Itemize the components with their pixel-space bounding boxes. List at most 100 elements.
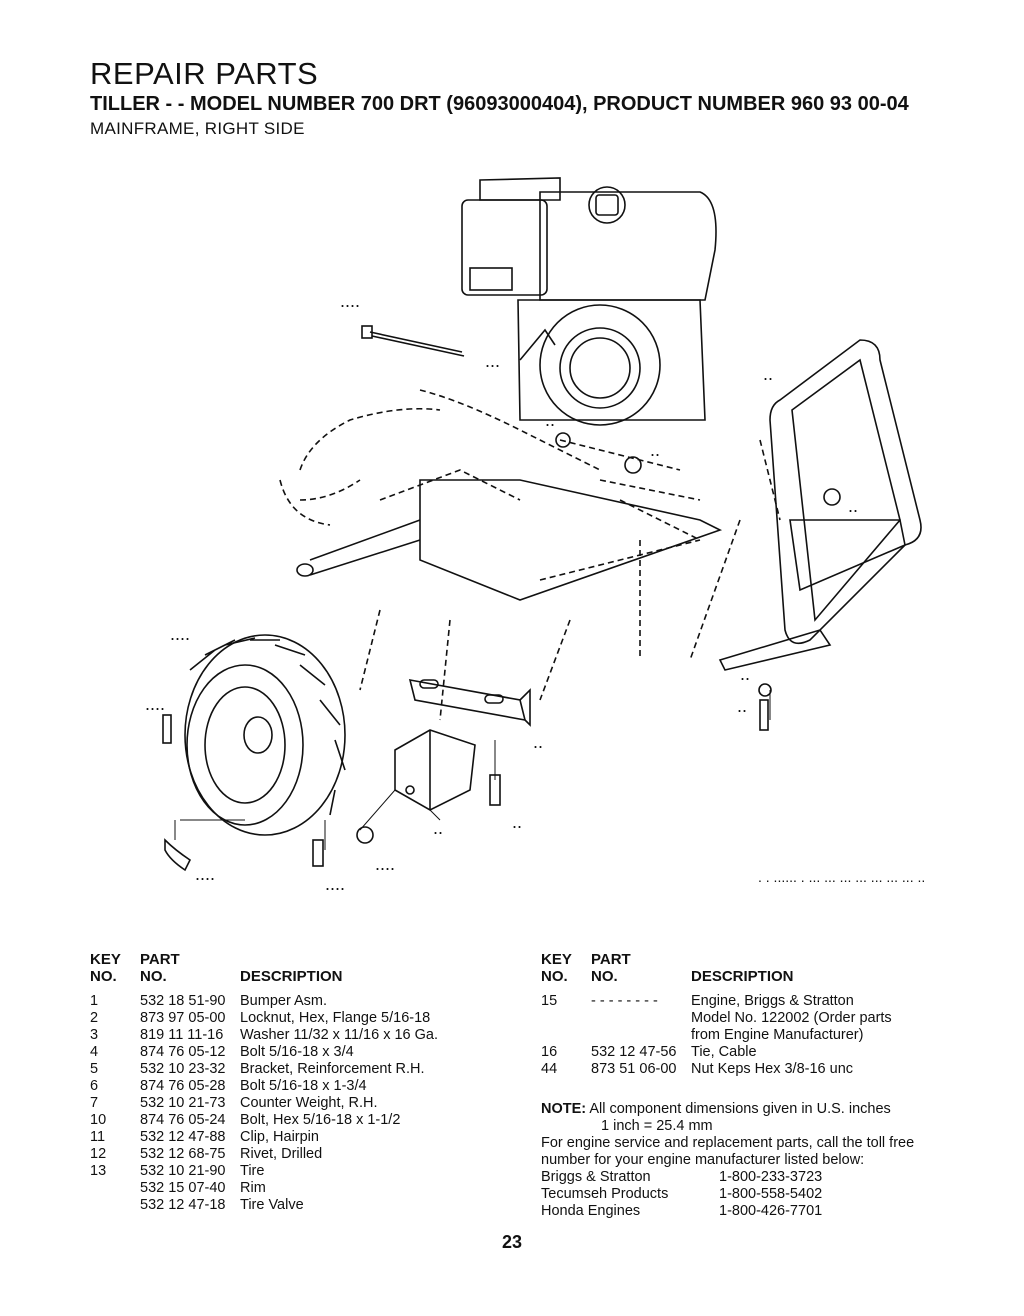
svg-text:....: .... bbox=[375, 854, 395, 874]
key-number: 11 bbox=[90, 1129, 106, 1145]
part-row: 7 532 10 21-73 Counter Weight, R.H. bbox=[90, 1095, 490, 1112]
part-description: Bolt 5/16-18 x 1-3/4 bbox=[240, 1078, 367, 1094]
part-description: Rivet, Drilled bbox=[240, 1146, 323, 1162]
part-description: Clip, Hairpin bbox=[240, 1129, 319, 1145]
key-number: 1 bbox=[90, 993, 99, 1009]
page-number: 23 bbox=[501, 1232, 523, 1252]
part-number: 532 18 51-90 bbox=[140, 993, 226, 1009]
key-number: 5 bbox=[90, 1061, 99, 1077]
key-number: 2 bbox=[90, 1010, 99, 1026]
bumper-assembly bbox=[718, 339, 922, 731]
part-number: 874 76 05-28 bbox=[140, 1078, 226, 1094]
key-number: 13 bbox=[90, 1163, 107, 1179]
part-description: Nut Keps Hex 3/8-16 unc bbox=[691, 1061, 854, 1077]
part-row: 6 874 76 05-28 Bolt 5/16-18 x 1-3/4 bbox=[90, 1078, 490, 1095]
callout-dots: .... ... .. .... .... .... .... .... .. … bbox=[145, 291, 925, 894]
phone-number: 1-800-558-5402 bbox=[719, 1186, 823, 1202]
svg-text:..: .. bbox=[433, 818, 443, 838]
part-number: 532 12 47-88 bbox=[140, 1129, 226, 1145]
part-number: 873 51 06-00 bbox=[591, 1061, 677, 1077]
key-number: 6 bbox=[90, 1078, 99, 1094]
part-description: Locknut, Hex, Flange 5/16-18 bbox=[240, 1010, 431, 1026]
svg-text:..: .. bbox=[737, 696, 747, 716]
key-number: 7 bbox=[90, 1095, 99, 1111]
part-row: 10 874 76 05-24 Bolt, Hex 5/16-18 x 1-1/2 bbox=[90, 1112, 490, 1129]
part-number: 819 11 11-16 bbox=[140, 1027, 224, 1043]
svg-text:..: .. bbox=[512, 812, 522, 832]
svg-text:..: .. bbox=[545, 410, 555, 430]
key-number: 10 bbox=[90, 1112, 107, 1128]
svg-text:..: .. bbox=[740, 664, 750, 684]
svg-text:....: .... bbox=[145, 694, 165, 714]
part-description: Washer 11/32 x 11/16 x 16 Ga. bbox=[240, 1027, 439, 1043]
engine-illustration bbox=[461, 177, 717, 474]
part-header: PART bbox=[591, 951, 631, 968]
model-line: TILLER - - MODEL NUMBER 700 DRT (9609300… bbox=[90, 93, 909, 115]
part-number: - - - - - - - - bbox=[591, 993, 658, 1009]
header-row-2: NO. NO. DESCRIPTION bbox=[90, 968, 490, 985]
part-header: PART bbox=[140, 951, 180, 968]
reinforcement-bracket bbox=[408, 678, 531, 727]
conversion-text: 1 inch = 25.4 mm bbox=[601, 1118, 713, 1134]
svg-text:....: .... bbox=[195, 864, 215, 884]
key-header: KEY bbox=[541, 951, 572, 968]
svg-text:...: ... bbox=[485, 351, 500, 371]
svg-text:..: .. bbox=[848, 496, 858, 516]
description-header: DESCRIPTION bbox=[691, 968, 794, 985]
header-row-1: KEY PART bbox=[541, 951, 981, 968]
no-header: NO. bbox=[140, 968, 167, 985]
cable-tie bbox=[361, 325, 465, 357]
part-number: 532 10 21-73 bbox=[140, 1095, 226, 1111]
part-row: from Engine Manufacturer) bbox=[541, 1027, 981, 1044]
part-row: 44 873 51 06-00 Nut Keps Hex 3/8-16 unc bbox=[541, 1061, 981, 1078]
svg-text:....: .... bbox=[340, 291, 360, 311]
tines-outline bbox=[279, 389, 781, 721]
part-number: 874 76 05-24 bbox=[140, 1112, 226, 1128]
service-line-1: For engine service and replacement parts… bbox=[541, 1135, 915, 1151]
part-row: Model No. 122002 (Order parts bbox=[541, 1010, 981, 1027]
part-description: Tire Valve bbox=[240, 1197, 304, 1213]
phone-row: Briggs & Stratton 1-800-233-3723 bbox=[541, 1169, 841, 1186]
phone-number: 1-800-233-3723 bbox=[719, 1169, 823, 1185]
key-header: KEY bbox=[90, 951, 121, 968]
key-number: 16 bbox=[541, 1044, 558, 1060]
part-description: Tie, Cable bbox=[691, 1044, 757, 1060]
part-row: 12 532 12 68-75 Rivet, Drilled bbox=[90, 1146, 490, 1163]
section-title: MAINFRAME, RIGHT SIDE bbox=[90, 119, 305, 138]
leader-lines bbox=[174, 690, 771, 850]
part-number: 532 10 23-32 bbox=[140, 1061, 226, 1077]
key-number: 4 bbox=[90, 1044, 99, 1060]
part-description: from Engine Manufacturer) bbox=[691, 1027, 864, 1043]
parts-list-right: KEY PART NO. NO. DESCRIPTION 15- - - - -… bbox=[541, 951, 981, 1078]
tiller-frame bbox=[296, 479, 723, 601]
no-header: NO. bbox=[90, 968, 117, 985]
key-number: 44 bbox=[541, 1061, 558, 1077]
parts-list-left: KEY PART NO. NO. DESCRIPTION 1 532 18 51-… bbox=[90, 951, 490, 1214]
svg-text:..: .. bbox=[533, 732, 543, 752]
part-description: Tire bbox=[240, 1163, 265, 1179]
exploded-parts-diagram: .... ... .. .... .... .... .... .... .. … bbox=[145, 177, 925, 894]
counter-weight bbox=[394, 729, 476, 811]
manufacturer-name: Briggs & Stratton bbox=[541, 1169, 651, 1185]
part-description: Engine, Briggs & Stratton bbox=[691, 993, 854, 1009]
no-header: NO. bbox=[591, 968, 618, 985]
part-number: 874 76 05-12 bbox=[140, 1044, 226, 1060]
part-number: 532 12 68-75 bbox=[140, 1146, 226, 1162]
part-description: Rim bbox=[240, 1180, 266, 1196]
no-header: NO. bbox=[541, 968, 568, 985]
note-text: All component dimensions given in U.S. i… bbox=[589, 1101, 891, 1117]
manufacturer-name: Honda Engines bbox=[541, 1203, 641, 1219]
note-label: NOTE: bbox=[541, 1101, 587, 1117]
phone-number: 1-800-426-7701 bbox=[719, 1203, 823, 1219]
part-description: Bolt, Hex 5/16-18 x 1-1/2 bbox=[240, 1112, 401, 1128]
description-header: DESCRIPTION bbox=[240, 968, 343, 985]
svg-text:..: .. bbox=[763, 364, 773, 384]
key-number: 12 bbox=[90, 1146, 107, 1162]
part-description: Counter Weight, R.H. bbox=[240, 1095, 378, 1111]
svg-text:. . ...... . ... ... ... ... .: . . ...... . ... ... ... ... ... ... ...… bbox=[758, 869, 925, 885]
